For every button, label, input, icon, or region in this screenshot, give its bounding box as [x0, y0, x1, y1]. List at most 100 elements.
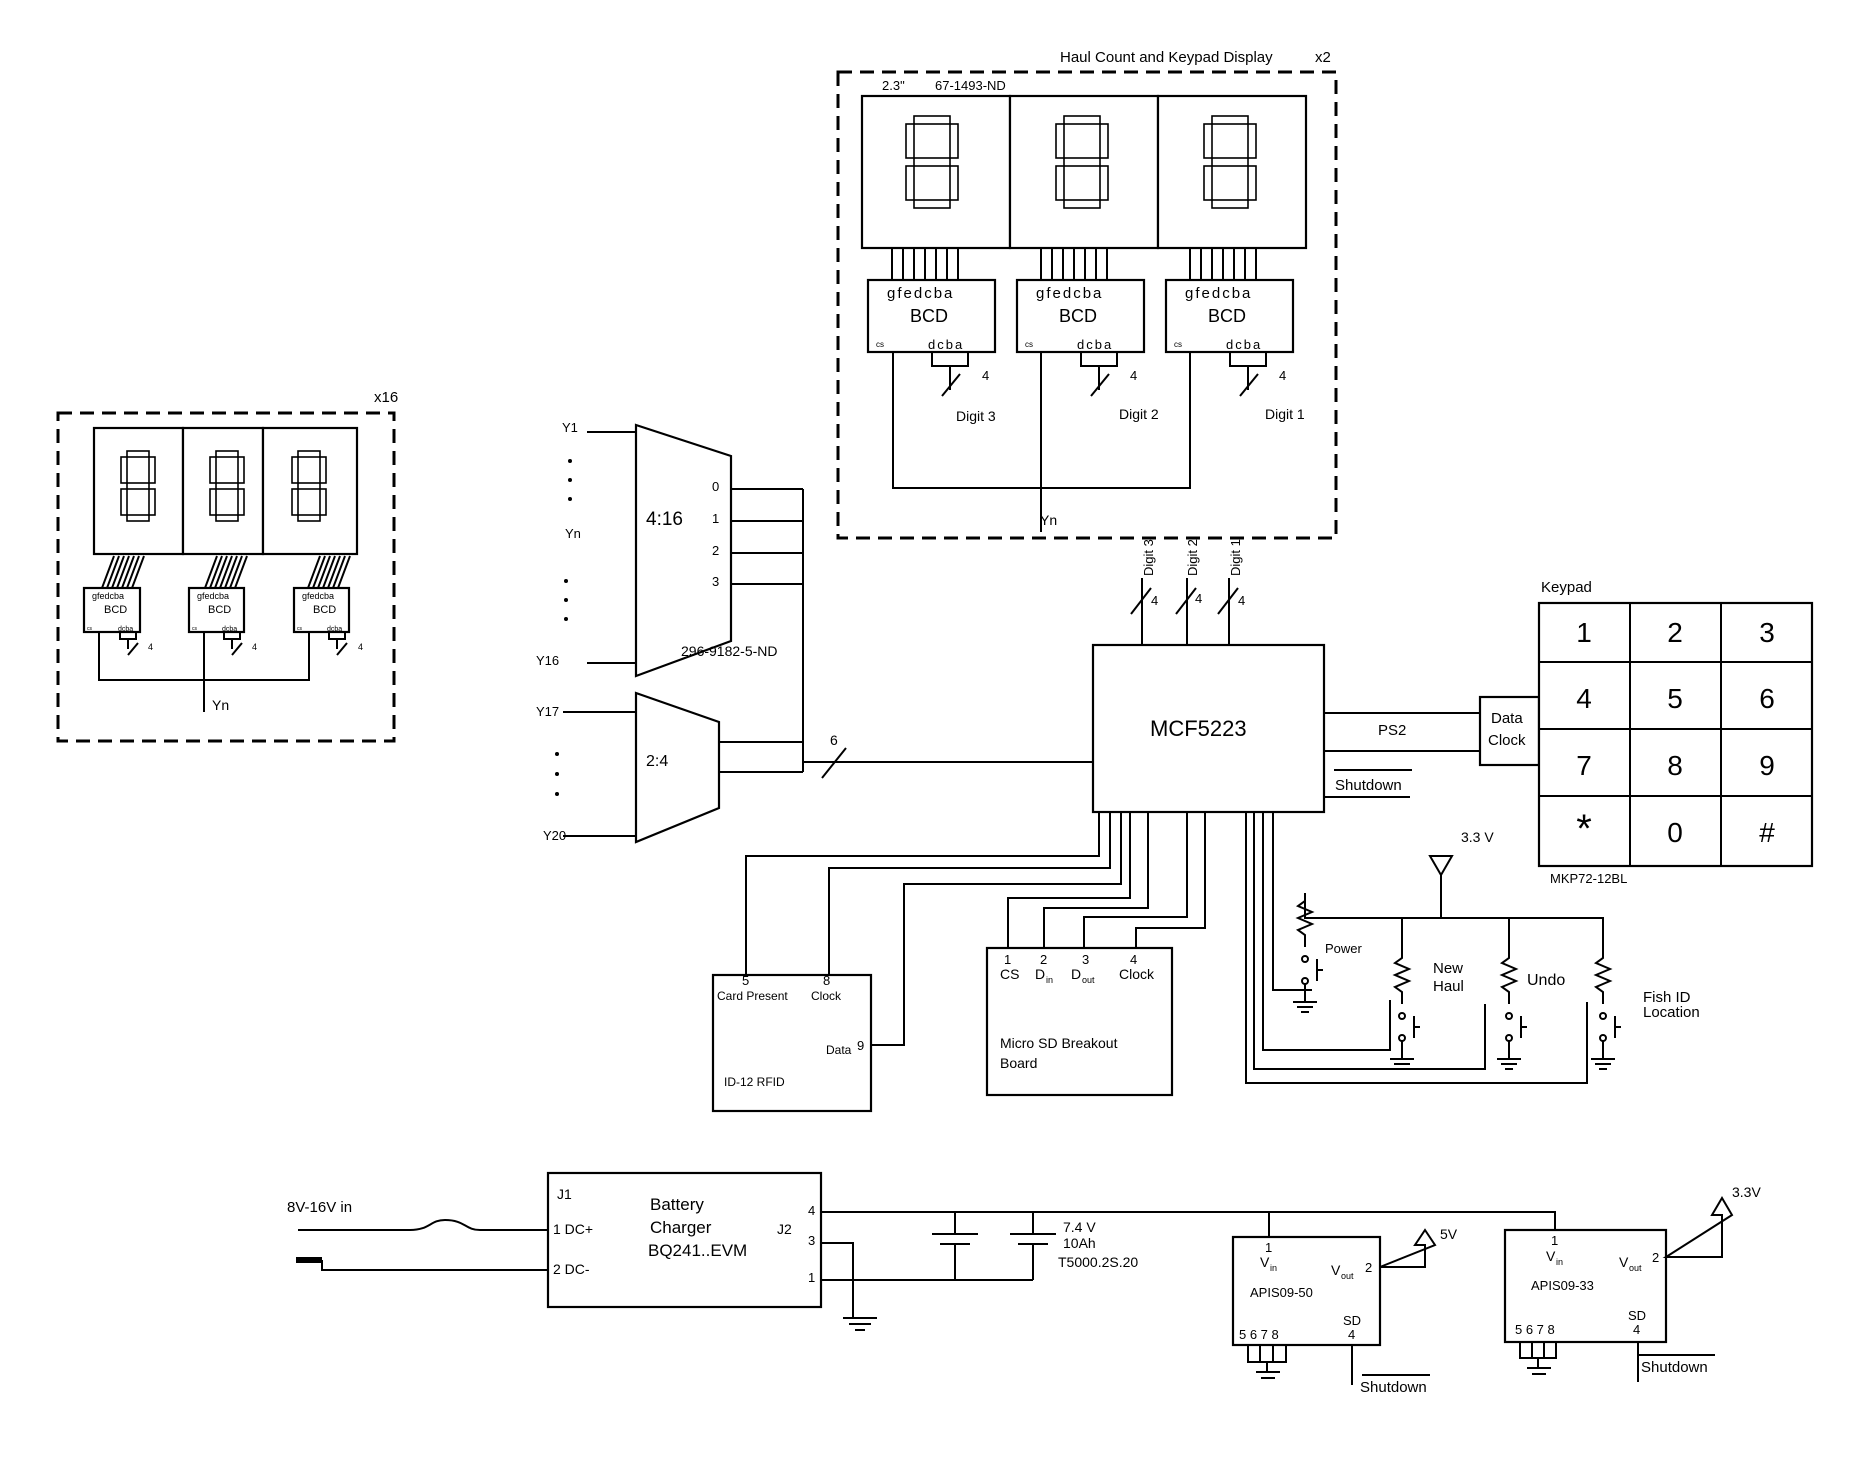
- seven-seg-glyph: [905, 115, 959, 209]
- bcd-label: BCD: [1208, 306, 1246, 326]
- small-bcd-bus: [119, 632, 348, 656]
- small-segment-pin-wire: [224, 555, 238, 589]
- small-segment-pin-wire: [106, 555, 120, 589]
- sd-cs-label: CS: [1000, 966, 1019, 982]
- small-segment-pin-wire: [209, 555, 223, 589]
- decoder-input-y20: Y20: [543, 828, 566, 843]
- keypad-key[interactable]: 1: [1576, 617, 1592, 648]
- new-haul-label-2: Haul: [1433, 978, 1464, 995]
- svg-text:5: 5: [742, 973, 749, 988]
- mcu-shutdown-label: Shutdown: [1335, 777, 1402, 794]
- keypad-data-label: Data: [1491, 710, 1523, 727]
- svg-text:4: 4: [1238, 593, 1245, 608]
- charger-dc-plus: 1 DC+: [553, 1221, 593, 1237]
- sd-label-2: Board: [1000, 1055, 1037, 1071]
- decoder-input-y16: Y16: [536, 653, 559, 668]
- bcd-label: BCD: [1059, 306, 1097, 326]
- svg-text:3: 3: [712, 574, 719, 589]
- svg-text:4: 4: [1130, 952, 1137, 967]
- supply-3v3-label: 3.3 V: [1461, 829, 1494, 845]
- mcu-digit-2-bus: Digit 2: [1185, 539, 1200, 576]
- keypad-key[interactable]: 8: [1667, 750, 1683, 781]
- keypad-key[interactable]: 3: [1759, 617, 1775, 648]
- small-segment-pin-wire: [332, 555, 346, 589]
- regulator-3v3-part: APIS09-33: [1531, 1278, 1594, 1293]
- yn-label: Yn: [1040, 512, 1057, 528]
- svg-text:4: 4: [1279, 368, 1286, 383]
- battery-voltage: 7.4 V: [1063, 1219, 1096, 1235]
- small-segment-pin-wire: [111, 555, 125, 589]
- decoder-input-yn: Yn: [565, 526, 581, 541]
- svg-text:BCD: BCD: [313, 604, 336, 616]
- regulator-5v-part: APIS09-50: [1250, 1285, 1313, 1300]
- decoder-input-y1: Y1: [562, 420, 578, 435]
- svg-text:1: 1: [808, 1270, 815, 1285]
- keypad-key[interactable]: 7: [1576, 750, 1592, 781]
- svg-text:4: 4: [1151, 593, 1158, 608]
- bcd-chip-digit-1: gfedcba BCD cs dcba: [1164, 278, 1295, 354]
- regulator-3v3-shutdown: Shutdown: [1641, 1359, 1708, 1376]
- small-segment-pin-wire: [204, 555, 218, 589]
- svg-text:2: 2: [1040, 952, 1047, 967]
- small-segment-pin-wire: [131, 555, 145, 589]
- decoder-2-4: 2:4 Y17 Y20: [536, 691, 803, 844]
- small-segment-pin-wire: [101, 555, 115, 589]
- mcu-chip: MCF5223 Digit 3 Digit 2 Digit 1 4 4 4 PS…: [1091, 539, 1480, 814]
- keypad-key[interactable]: 0: [1667, 817, 1683, 848]
- rfid-card-present: Card Present: [717, 989, 788, 1003]
- small-segment-pin-wire: [312, 555, 326, 589]
- decoder-4-16-part: 296-9182-5-ND: [681, 643, 778, 659]
- svg-text:BCD: BCD: [208, 604, 231, 616]
- svg-text:0: 0: [712, 479, 719, 494]
- haul-count-display: Haul Count and Keypad Display x2 2.3" 67…: [836, 49, 1338, 540]
- svg-text:gfedcba: gfedcba: [92, 591, 124, 601]
- small-seven-seg: [261, 426, 359, 556]
- keypad-connector: [1478, 695, 1541, 767]
- bcd-pins-top: gfedcba: [1185, 285, 1252, 302]
- svg-text:gfedcba: gfedcba: [302, 591, 334, 601]
- mcu-digit-3-bus: Digit 3: [1141, 539, 1156, 576]
- small-yn-label: Yn: [212, 697, 229, 713]
- bcd-pins-top: gfedcba: [1036, 285, 1103, 302]
- svg-text:2: 2: [1365, 1260, 1372, 1275]
- digit-bus-wires: [931, 352, 1267, 397]
- svg-text:1: 1: [1551, 1233, 1558, 1248]
- keypad-key[interactable]: 6: [1759, 683, 1775, 714]
- svg-text:cs: cs: [87, 626, 93, 632]
- small-segment-pin-wire: [307, 555, 321, 589]
- bcd-pins-top: gfedcba: [887, 285, 954, 302]
- display-part-label: 67-1493-ND: [935, 78, 1006, 93]
- keypad-title: Keypad: [1541, 579, 1592, 596]
- keypad-key[interactable]: *: [1576, 807, 1592, 851]
- svg-text:3: 3: [808, 1233, 815, 1248]
- sd-din-label: D: [1035, 966, 1045, 982]
- charger-dc-minus: 2 DC-: [553, 1261, 590, 1277]
- keypad-key[interactable]: 5: [1667, 683, 1683, 714]
- svg-text:1: 1: [1265, 1240, 1272, 1255]
- svg-text:in: in: [1556, 1257, 1563, 1267]
- svg-text:1: 1: [1004, 952, 1011, 967]
- sd-dout-label: D: [1071, 966, 1081, 982]
- small-segment-pin-wire: [214, 555, 228, 589]
- keypad-key[interactable]: 2: [1667, 617, 1683, 648]
- svg-text:V: V: [1619, 1254, 1629, 1270]
- bcd-pins-bottom: dcba: [1077, 337, 1113, 352]
- svg-text:4: 4: [1130, 368, 1137, 383]
- decoder-4-16: 4:16 296-9182-5-ND Y1 Yn Y16 0 1 2 3: [536, 420, 804, 796]
- push-buttons: 3.3 V Power New Haul Undo Fish ID Locati…: [1245, 812, 1700, 1084]
- keypad-key[interactable]: 9: [1759, 750, 1775, 781]
- display-size-label: 2.3": [882, 78, 905, 93]
- svg-text:3: 3: [1082, 952, 1089, 967]
- keypad-clock-label: Clock: [1488, 732, 1526, 749]
- svg-text:in: in: [1046, 975, 1053, 985]
- keypad-part: MKP72-12BL: [1550, 871, 1627, 886]
- digit-3-label: Digit 3: [956, 408, 996, 424]
- ellipsis-dots: [555, 459, 572, 796]
- keypad-key[interactable]: #: [1759, 817, 1775, 848]
- small-segment-pin-wire: [322, 555, 336, 589]
- mcu-label: MCF5223: [1150, 716, 1247, 741]
- svg-text:5 6 7 8: 5 6 7 8: [1239, 1327, 1279, 1342]
- keypad-key[interactable]: 4: [1576, 683, 1592, 714]
- digit-1-label: Digit 1: [1265, 406, 1305, 422]
- small-segment-pin-wire: [317, 555, 331, 589]
